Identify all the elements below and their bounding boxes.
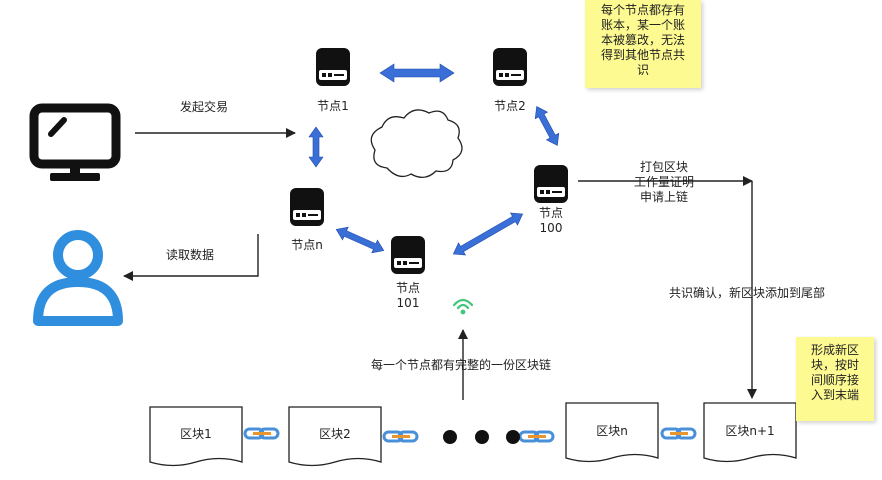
peer-arrow (308, 126, 324, 168)
label-consensus: 共识确认，新区块添加到尾部 (669, 286, 826, 300)
node-label-100-line2: 100 (539, 221, 563, 235)
label-pack-block: 打包区块 工作量证明 申请上链 (624, 160, 704, 205)
chain-link-icon (243, 427, 280, 440)
server-icon-noden (290, 188, 324, 226)
ellipsis-dot (475, 430, 489, 444)
label-full-chain: 每一个节点都有完整的一份区块链 (371, 358, 552, 372)
node-label-n: 节点n (291, 238, 323, 252)
cloud-icon (370, 109, 463, 178)
sticky-note-top: 每个节点都存有 账本，某一个账 本被篡改，无法 得到其他节点共 识 (585, 0, 701, 88)
label-read-data: 读取数据 (166, 248, 215, 262)
peer-arrow (379, 63, 455, 83)
label-pack-line2: 工作量证明 (633, 175, 694, 189)
monitor-icon (29, 103, 121, 181)
node-label-101-line2: 101 (396, 296, 420, 310)
note-top-line5: 识 (636, 63, 649, 77)
label-pack-line3: 申请上链 (639, 190, 688, 204)
peer-arrow (534, 106, 560, 146)
ellipsis-dot (443, 430, 457, 444)
ellipsis-dot (506, 430, 520, 444)
note-bottom-line2: 块，按时 (810, 358, 859, 372)
server-icon-node2 (493, 48, 527, 86)
label-initiate-transaction: 发起交易 (180, 100, 229, 114)
note-top-line2: 账本，某一个账 (600, 18, 685, 32)
sticky-note-bottom: 形成新区 块，按时 间顺序接 入到末端 (796, 337, 874, 421)
server-icon-node100 (534, 165, 568, 203)
peer-arrow (452, 212, 524, 256)
node-label-100: 节点 100 (524, 206, 578, 236)
block-label-n-plus-1: 区块n+1 (725, 424, 775, 438)
chain-link-icon (518, 430, 555, 443)
node-label-100-line1: 节点 (538, 206, 563, 220)
block-label-n: 区块n (596, 424, 628, 438)
block-label-2: 区块2 (319, 427, 351, 441)
note-top-line3: 本被篡改，无法 (600, 33, 685, 47)
note-top-line4: 得到其他节点共 (600, 48, 685, 62)
wifi-icon (452, 298, 474, 315)
block-label-1: 区块1 (180, 427, 212, 441)
server-icon-node101 (391, 236, 425, 274)
node-label-1: 节点1 (317, 99, 349, 113)
arrow-read (123, 234, 259, 281)
server-icon-node1 (316, 48, 350, 86)
note-bottom-line4: 入到末端 (810, 388, 859, 402)
label-pack-line1: 打包区块 (639, 160, 688, 174)
chain-link-icon (382, 430, 419, 443)
node-label-2: 节点2 (494, 99, 526, 113)
note-top-line1: 每个节点都存有 (600, 3, 685, 17)
node-label-101-line1: 节点 (395, 281, 420, 295)
note-bottom-line1: 形成新区 (810, 343, 859, 357)
peer-arrow (335, 226, 385, 254)
user-icon (33, 230, 123, 326)
note-bottom-line3: 间顺序接 (810, 373, 859, 387)
chain-link-icon (660, 427, 697, 440)
node-label-101: 节点 101 (381, 281, 435, 311)
